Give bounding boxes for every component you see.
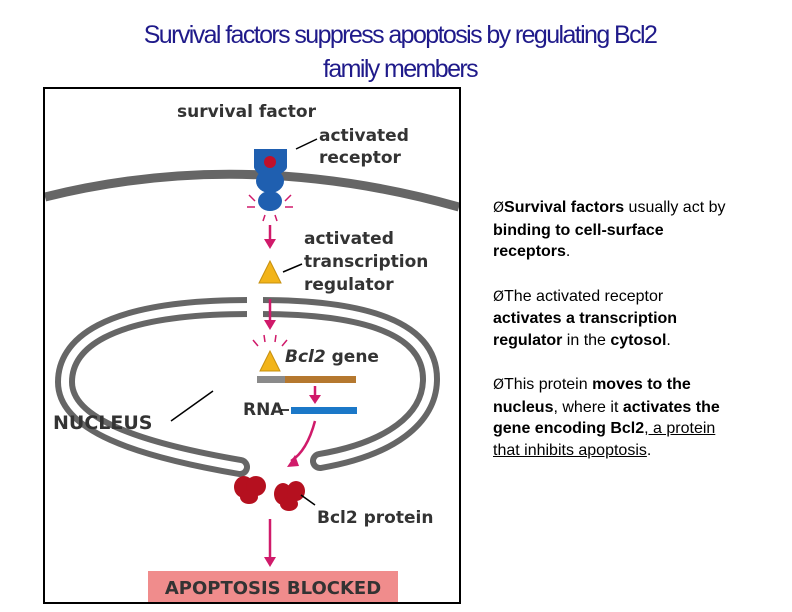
pointer-protein <box>300 494 316 506</box>
transcription-regulator-icon <box>258 259 282 284</box>
title-line-2: family members <box>322 55 479 83</box>
pathway-figure: survival factor activated receptor activ… <box>43 87 461 604</box>
bcl2-protein-icon <box>234 476 266 504</box>
apoptosis-blocked-box <box>148 571 398 602</box>
bullet-arrow-icon: Ø <box>493 377 505 393</box>
label-bcl2-gene-rest: gene <box>326 347 379 367</box>
survival-factor-icon <box>264 156 276 168</box>
nuclear-pore <box>247 289 263 329</box>
label-activated-tr-1: activated <box>304 229 394 249</box>
arrow-rna-to-protein <box>287 420 317 467</box>
gene-sparks-icon <box>252 334 288 347</box>
note-3: ØThis protein moves to the nucleus, wher… <box>493 376 720 459</box>
nuclear-envelope-inner <box>60 303 435 471</box>
pointer-receptor <box>295 138 318 150</box>
bullet-arrow-icon: Ø <box>493 288 505 305</box>
note-2: ØThe activated receptor activates a tran… <box>493 287 678 349</box>
label-bcl2-gene-italic: Bcl2 <box>285 347 326 367</box>
cell-membrane <box>45 169 459 212</box>
pointer-nucleus <box>170 390 214 422</box>
receptor-icon <box>254 149 287 211</box>
notes-list: ØSurvival factors usually act by binding… <box>493 197 733 484</box>
bcl2-gene-bar <box>285 376 356 383</box>
gene-promoter <box>257 376 285 383</box>
bcl2-protein-icon-2 <box>274 481 305 511</box>
title-line-1: Survival factors suppress apoptosis by r… <box>143 21 658 49</box>
arrow-protein-to-blocked <box>264 519 276 567</box>
label-nucleus: NUCLEUS <box>53 412 152 434</box>
slide-title: Survival factors suppress apoptosis by r… <box>70 18 730 86</box>
label-bcl2-protein: Bcl2 protein <box>317 508 433 528</box>
label-survival-factor: survival factor <box>177 102 317 122</box>
bound-regulator-icon <box>259 349 281 372</box>
arrow-receptor-to-regulator <box>264 225 276 249</box>
label-rna: RNA <box>243 400 284 420</box>
activation-sparks-icon <box>247 194 293 222</box>
label-activated-tr-2: transcription <box>304 252 428 272</box>
pointer-regulator <box>282 263 303 273</box>
note-1: ØSurvival factors usually act by binding… <box>493 199 726 260</box>
pathway-diagram: survival factor activated receptor activ… <box>45 102 459 602</box>
rna-bar <box>291 407 357 414</box>
label-activated-tr-3: regulator <box>304 275 394 295</box>
bullet-arrow-icon: Ø <box>493 200 505 216</box>
arrow-gene-to-rna <box>309 386 321 404</box>
label-activated-receptor-2: receptor <box>319 148 401 168</box>
label-activated-receptor-1: activated <box>319 126 409 146</box>
label-bcl2-gene: Bcl2 gene <box>285 347 379 367</box>
label-apoptosis-blocked: APOPTOSIS BLOCKED <box>165 578 381 599</box>
arrow-regulator-into-nucleus <box>264 299 276 330</box>
